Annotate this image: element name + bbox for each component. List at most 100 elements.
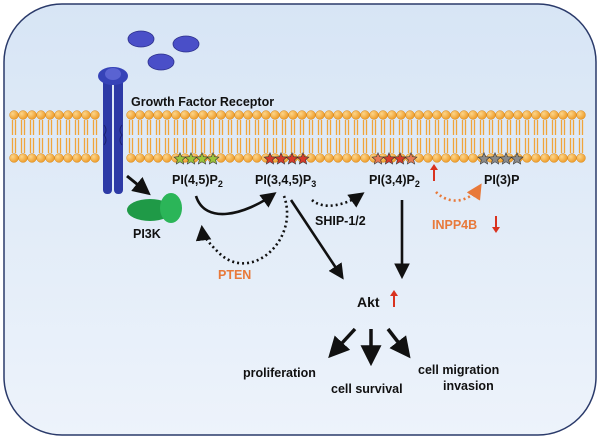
lipid-tail bbox=[128, 138, 134, 153]
lipid-tail bbox=[515, 138, 521, 153]
lipid-head bbox=[153, 153, 163, 163]
phosphate-star-icon bbox=[393, 152, 407, 165]
lipid-tail bbox=[20, 120, 26, 135]
lipid-head bbox=[360, 153, 370, 163]
phosphate-star-icon bbox=[263, 152, 277, 165]
phosphate-star-icon bbox=[206, 152, 220, 165]
lipid-tail bbox=[137, 138, 143, 153]
lipid-tail bbox=[11, 120, 17, 135]
lipid-head bbox=[576, 110, 586, 120]
lipid-tail bbox=[209, 138, 215, 153]
lipid-tail bbox=[218, 120, 224, 135]
lipid-head bbox=[522, 110, 532, 120]
lipid-tail bbox=[506, 138, 512, 153]
lipid-tail bbox=[272, 120, 278, 135]
lipid-tail bbox=[533, 138, 539, 153]
lipid-head bbox=[198, 110, 208, 120]
pi3k-enzyme bbox=[127, 193, 182, 223]
lipid-head bbox=[495, 110, 505, 120]
lipid-tail bbox=[191, 120, 197, 135]
lipid-tail bbox=[254, 138, 260, 153]
lipid-tail bbox=[317, 120, 323, 135]
lipid-head bbox=[225, 153, 235, 163]
lipid-head bbox=[126, 153, 136, 163]
lipid-tail bbox=[146, 138, 152, 153]
lipid-tail bbox=[182, 120, 188, 135]
lipid-head bbox=[252, 153, 262, 163]
lipid-tail bbox=[380, 138, 386, 153]
lipid-head bbox=[288, 110, 298, 120]
lipid-head bbox=[171, 110, 181, 120]
lipid-tail bbox=[137, 120, 143, 135]
lipid-head bbox=[387, 110, 397, 120]
lipid-head bbox=[540, 153, 550, 163]
phosphate-star-icon bbox=[274, 152, 288, 165]
lipid-head bbox=[342, 153, 352, 163]
lipid-head bbox=[144, 153, 154, 163]
lipid-tail bbox=[416, 120, 422, 135]
lipid-tail bbox=[560, 120, 566, 135]
lipid-tail bbox=[290, 120, 296, 135]
pi34p2-label: PI(3,4)P2 bbox=[369, 173, 420, 189]
lipid-tail bbox=[515, 120, 521, 135]
lipid-tail bbox=[461, 120, 467, 135]
pi34p2-headgroup bbox=[371, 152, 418, 165]
phosphate-star-icon bbox=[371, 152, 385, 165]
lipid-head bbox=[135, 110, 145, 120]
phosphate-star-icon bbox=[296, 152, 310, 165]
pi3p-headgroup bbox=[477, 152, 524, 165]
lipid-head bbox=[459, 110, 469, 120]
lipid-tail bbox=[281, 138, 287, 153]
lipid-tail bbox=[578, 120, 584, 135]
lipid-tail bbox=[488, 138, 494, 153]
akt-to-proliferation-arrow bbox=[328, 327, 357, 359]
lipid-tail bbox=[74, 138, 80, 153]
lipid-head bbox=[405, 110, 415, 120]
lipid-head bbox=[315, 110, 325, 120]
lipid-tail bbox=[146, 120, 152, 135]
lipid-head bbox=[297, 110, 307, 120]
lipid-tail bbox=[236, 120, 242, 135]
pip3-to-akt-arrow bbox=[289, 199, 344, 280]
lipid-head bbox=[162, 153, 172, 163]
lipid-head bbox=[162, 110, 172, 120]
lipid-tail bbox=[407, 120, 413, 135]
lipid-head bbox=[18, 153, 28, 163]
lipid-tail bbox=[263, 138, 269, 153]
lipid-head bbox=[414, 110, 424, 120]
inpp4b-label: INPP4B bbox=[432, 218, 477, 232]
phosphate-star-icon bbox=[173, 152, 187, 165]
lipid-head bbox=[540, 110, 550, 120]
lipid-tail bbox=[335, 138, 341, 153]
lipid-tail bbox=[173, 138, 179, 153]
lipid-head bbox=[9, 153, 19, 163]
lipid-head bbox=[342, 110, 352, 120]
proliferation-label: proliferation bbox=[243, 366, 316, 380]
lipid-tail bbox=[164, 120, 170, 135]
lipid-tail bbox=[155, 138, 161, 153]
lipid-head bbox=[441, 153, 451, 163]
lipid-tail bbox=[398, 138, 404, 153]
lipid-head bbox=[513, 110, 523, 120]
lipid-tail bbox=[398, 120, 404, 135]
lipid-head bbox=[252, 110, 262, 120]
lipid-head bbox=[351, 153, 361, 163]
lipid-tail bbox=[83, 138, 89, 153]
lipid-head bbox=[360, 110, 370, 120]
lipid-head bbox=[441, 110, 451, 120]
lipid-tail bbox=[200, 120, 206, 135]
phosphate-star-icon bbox=[499, 152, 513, 165]
lipid-tail bbox=[11, 138, 17, 153]
pi3p-label: PI(3)P bbox=[484, 173, 519, 187]
ligand bbox=[127, 30, 155, 48]
lipid-head bbox=[234, 153, 244, 163]
lipid-head bbox=[279, 110, 289, 120]
lipid-head bbox=[27, 110, 37, 120]
lipid-head bbox=[333, 153, 343, 163]
lipid-head bbox=[18, 110, 28, 120]
pi3k-label: PI3K bbox=[133, 227, 161, 241]
pip2-headgroup bbox=[173, 152, 220, 165]
receptor-to-pi3k-arrow bbox=[126, 174, 151, 196]
lipid-tail bbox=[425, 138, 431, 153]
